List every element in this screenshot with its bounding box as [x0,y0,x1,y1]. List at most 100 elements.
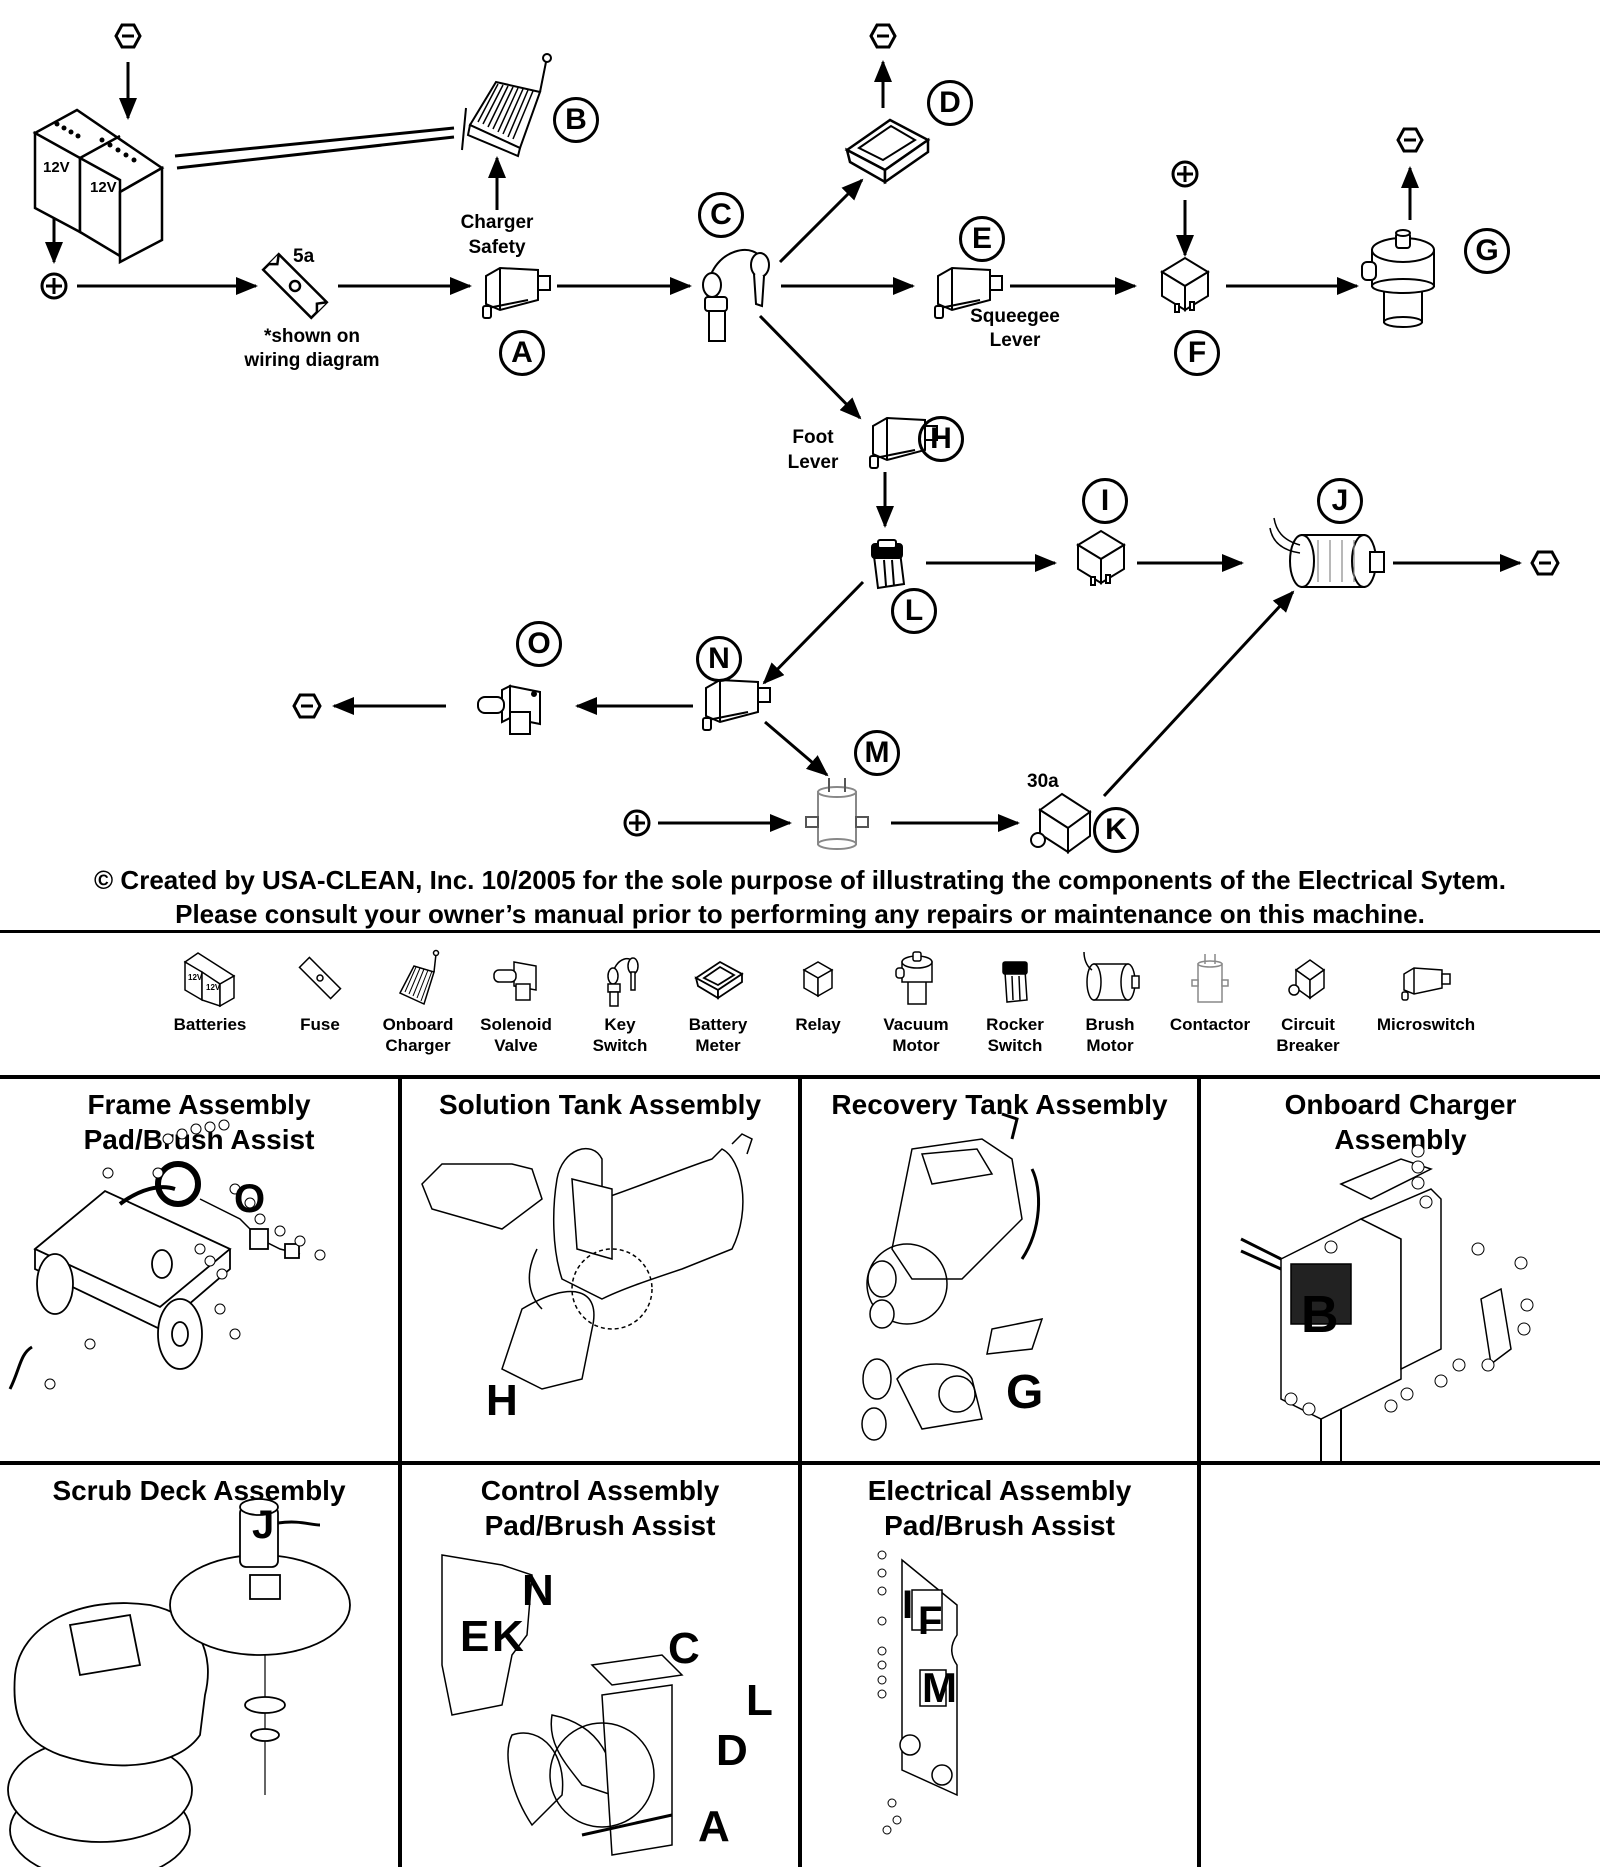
divider [0,930,1600,933]
callout-e: E [959,216,1005,262]
key-switch-icon [607,957,639,1007]
assembly-title: Solution Tank Assembly [438,1089,762,1120]
charger-safety-label-line2: Safety [468,237,526,258]
grid-line [1197,1075,1201,1867]
solenoid-valve-icon [477,684,541,735]
vacuum-motor-icon [895,951,933,1005]
assembly-callout-e: E [460,1612,490,1661]
rocker-switch-icon-l [871,539,906,590]
negative-terminal-icon [292,693,322,719]
callout-b: B [553,97,599,143]
callout-d: D [927,80,973,126]
brush-motor-icon [1269,517,1385,588]
fuse-rating-label: 5a [293,246,315,267]
callout-n: N [696,636,742,682]
breaker-rating-label: 30a [1027,771,1059,792]
legend-item-batteries: 12V 12V Batteries [160,934,260,1035]
legend-label: Relay [795,1015,841,1034]
legend-label: Batteries [173,1015,247,1034]
arrow-k-to-j [1102,590,1295,798]
legend-label: Microswitch [1376,1015,1476,1034]
assembly-callout-i: I [902,1583,914,1627]
electrical-assembly-drawing [877,1550,958,1835]
assembly-callout-b: B [1301,1286,1339,1344]
callout-m: M [854,730,900,776]
positive-terminal-icon [1171,160,1199,188]
key-switch-icon [702,248,770,342]
assembly-panel-scrub-deck: Scrub Deck Assembly J [0,1465,398,1867]
svg-text:12V: 12V [188,973,203,982]
battery-to-charger-wire [174,126,455,170]
battery-voltage-label-2: 12V [90,179,117,196]
batteries-icon: 12V 12V [183,952,236,1008]
callout-g: G [1464,228,1510,274]
scrub-deck-drawing [7,1498,351,1867]
fuse-note-label-line1: *shown on [263,326,361,347]
squeegee-lever-label-line2: Lever [989,330,1041,351]
onboard-charger-icon [461,53,552,158]
assembly-panel-recovery-tank: Recovery Tank Assembly G [802,1079,1197,1461]
legend-label: Contactor [1169,1015,1251,1034]
charger-safety-label-line1: Charger [460,212,534,233]
assembly-callout-c: C [668,1624,700,1673]
callout-j: J [1317,478,1363,524]
relay-icon-f [1160,256,1210,313]
squeegee-lever-label-line1: Squeegee [970,306,1060,327]
assembly-callout-g: G [1006,1366,1044,1419]
solution-tank-drawing [421,1133,753,1390]
callout-i: I [1082,478,1128,524]
battery-meter-icon [694,960,744,1000]
grid-line [798,1075,802,1867]
assembly-callout-n: N [522,1566,554,1615]
legend-label: Fuse [300,1015,340,1034]
callout-k: K [1093,807,1139,853]
arrow-n-to-m [764,720,829,777]
battery-meter-icon [844,118,931,185]
relay-icon [802,961,834,998]
brush-motor-icon [1083,951,1140,1001]
callout-h: H [918,416,964,462]
callout-o: O [516,621,562,667]
control-assembly-drawing [441,1554,684,1856]
assembly-title: Recovery Tank Assembly [831,1089,1168,1120]
microswitch-icon-a [482,266,551,319]
negative-terminal-icon [1396,127,1424,153]
arrow-c-to-d [778,178,864,264]
assembly-callout-k: K [492,1612,524,1661]
onboard-charger-icon [398,949,440,1006]
circuit-breaker-icon [1288,959,1326,1000]
assembly-callout-o: O [234,1177,266,1221]
batteries-icon [32,108,165,265]
onboard-charger-drawing [1240,1144,1534,1461]
copyright-line-2: Please consult your owner’s manual prior… [175,899,1425,929]
assembly-callout-l: L [746,1676,773,1725]
svg-text:12V: 12V [206,983,221,992]
legend-item-contactor: Contactor [1160,934,1260,1035]
callout-a: A [499,330,545,376]
recovery-tank-drawing [861,1112,1044,1441]
foot-lever-label-line1: Foot [792,427,834,448]
fuse-note-label-line2: wiring diagram [244,350,380,371]
positive-terminal-icon [623,809,651,837]
wiring-flow-diagram: 12V 12V [0,0,1600,870]
assembly-panel-solution-tank: Solution Tank Assembly H [402,1079,798,1461]
